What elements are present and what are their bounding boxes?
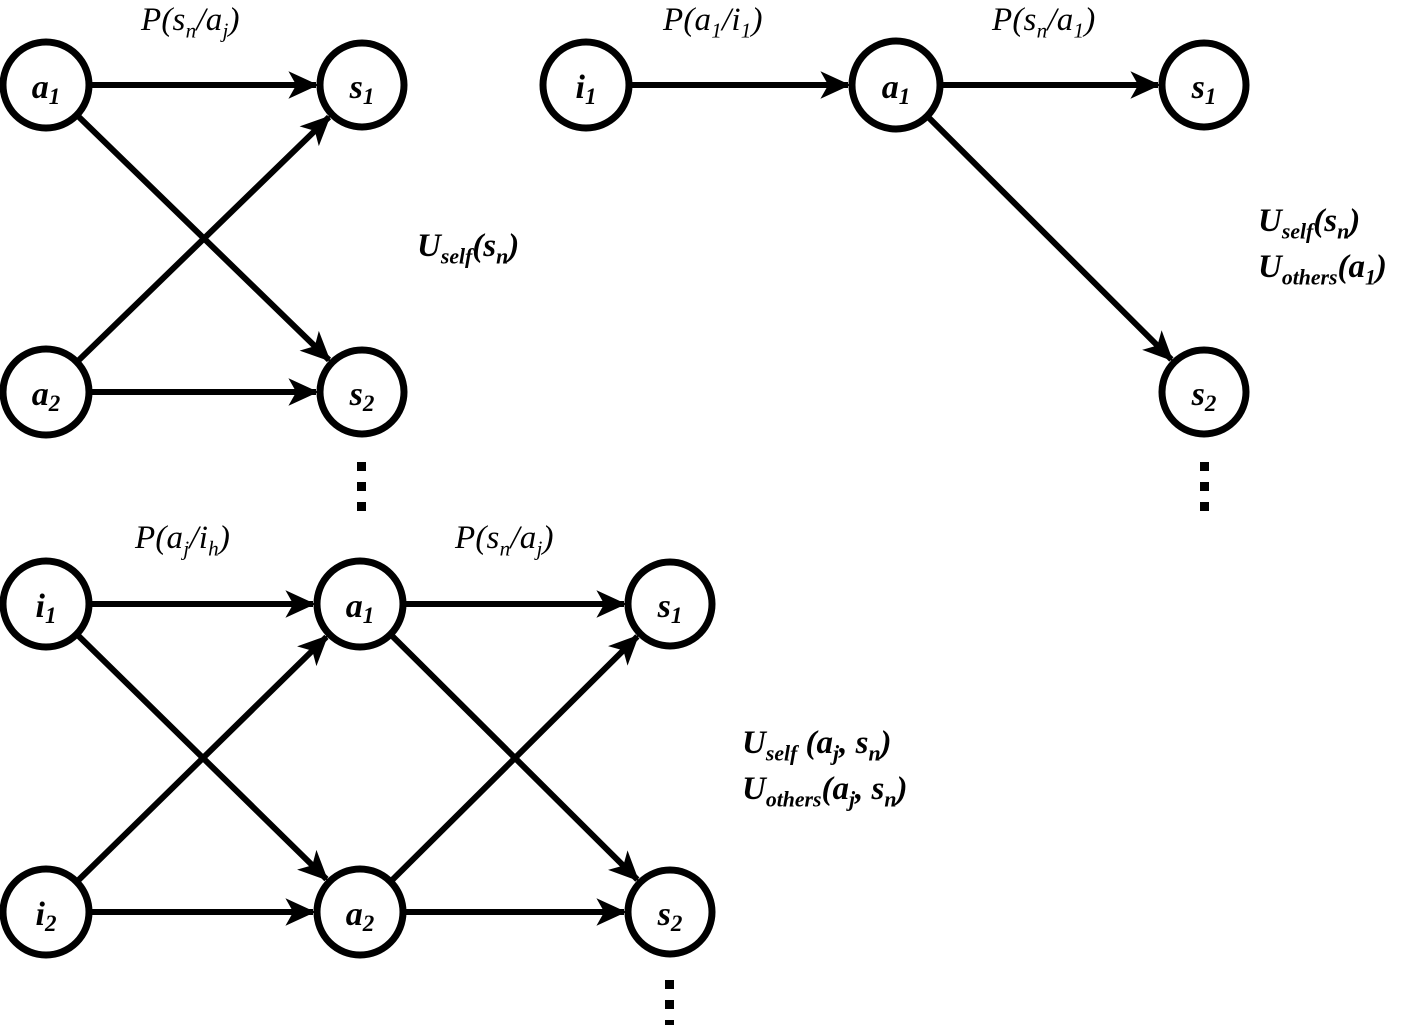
node-circle — [1158, 39, 1250, 131]
edges-group — [75, 71, 1174, 926]
node-circle — [313, 865, 407, 959]
node-b-s2[interactable]: s2 — [624, 866, 716, 958]
node-tl-s2[interactable]: s2 — [316, 346, 408, 438]
probability-label: P(aj/ih) — [135, 520, 231, 561]
edge-b-i2-to-b-a1 — [75, 634, 329, 884]
node-label: s2 — [349, 376, 375, 416]
edge-tr-a1-to-tr-s2 — [925, 114, 1174, 362]
node-label: s1 — [349, 69, 375, 109]
node-circle — [0, 38, 93, 132]
node-circle — [0, 865, 93, 959]
node-tr-s2[interactable]: s2 — [1158, 346, 1250, 438]
utility-label-line: Uothers(aj, sn) — [742, 770, 908, 812]
node-label: s1 — [657, 588, 683, 628]
node-tl-a1[interactable]: a1 — [0, 38, 93, 132]
probability-label: P(sn/aj) — [141, 2, 240, 43]
vertical-ellipsis — [665, 980, 674, 1025]
ellipsis-dot — [1200, 502, 1209, 511]
ellipsis-dot — [1200, 462, 1209, 471]
node-label: s1 — [1191, 69, 1217, 109]
node-label: s2 — [1191, 376, 1217, 416]
node-b-i1[interactable]: i1 — [0, 557, 93, 651]
ellipsis-dot — [357, 482, 366, 491]
ellipsis-dot — [665, 1020, 674, 1025]
probability-label: P(sn/a1) — [992, 2, 1096, 43]
utility-label: Uself(sn) — [417, 225, 519, 271]
utility-label-line: Uself (aj, sn) — [742, 725, 892, 766]
ellipsis-dot — [665, 980, 674, 989]
node-tr-a1[interactable]: a1 — [848, 37, 944, 133]
node-circle — [624, 558, 716, 650]
node-b-i2[interactable]: i2 — [0, 865, 93, 959]
node-circle — [0, 345, 93, 439]
node-label: a1 — [882, 69, 911, 109]
node-circle — [848, 37, 944, 133]
node-label: i2 — [36, 896, 57, 936]
node-label: a1 — [346, 588, 375, 628]
node-tr-i1[interactable]: i1 — [539, 38, 633, 132]
node-b-a2[interactable]: a2 — [313, 865, 407, 959]
ellipsis-dot — [357, 502, 366, 511]
edge-b-a2-to-b-s1 — [389, 634, 640, 884]
utility-label: Uself (aj, sn)Uothers(aj, sn) — [742, 722, 908, 814]
node-circle — [624, 866, 716, 958]
node-label: i1 — [576, 69, 597, 109]
node-circle — [539, 38, 633, 132]
node-tl-s1[interactable]: s1 — [316, 39, 408, 131]
utility-label-line: Uself(sn) — [1258, 203, 1361, 244]
utility-label-line: Uothers(a1) — [1258, 248, 1387, 290]
utility-label: Uself(sn)Uothers(a1) — [1258, 200, 1387, 292]
probability-label: P(sn/aj) — [455, 520, 554, 561]
node-tl-a2[interactable]: a2 — [0, 345, 93, 439]
node-label: a2 — [32, 376, 61, 416]
nodes-group: a1 a2 s1 s2 i1 a1 s1 s2 i1 i2 a1 a2 s1 s2 — [0, 37, 1250, 959]
node-circle — [1158, 346, 1250, 438]
node-label: a1 — [32, 69, 61, 109]
node-b-s1[interactable]: s1 — [624, 558, 716, 650]
ellipsis-dot — [665, 1000, 674, 1009]
edge-tl-a2-to-tl-s1 — [75, 114, 332, 364]
probability-label: P(a1/i1) — [663, 2, 763, 43]
node-circle — [313, 557, 407, 651]
node-tr-s1[interactable]: s1 — [1158, 39, 1250, 131]
node-label: s2 — [657, 896, 683, 936]
node-b-a1[interactable]: a1 — [313, 557, 407, 651]
node-label: a2 — [346, 896, 375, 936]
utility-label-line: Uself(sn) — [417, 228, 520, 269]
node-label: i1 — [36, 588, 57, 628]
ellipsis-dot — [1200, 482, 1209, 491]
node-circle — [316, 39, 408, 131]
ellipsis-dot — [357, 462, 366, 471]
node-circle — [0, 557, 93, 651]
node-circle — [316, 346, 408, 438]
vertical-ellipsis — [357, 462, 366, 511]
vertical-ellipsis — [1200, 462, 1209, 511]
